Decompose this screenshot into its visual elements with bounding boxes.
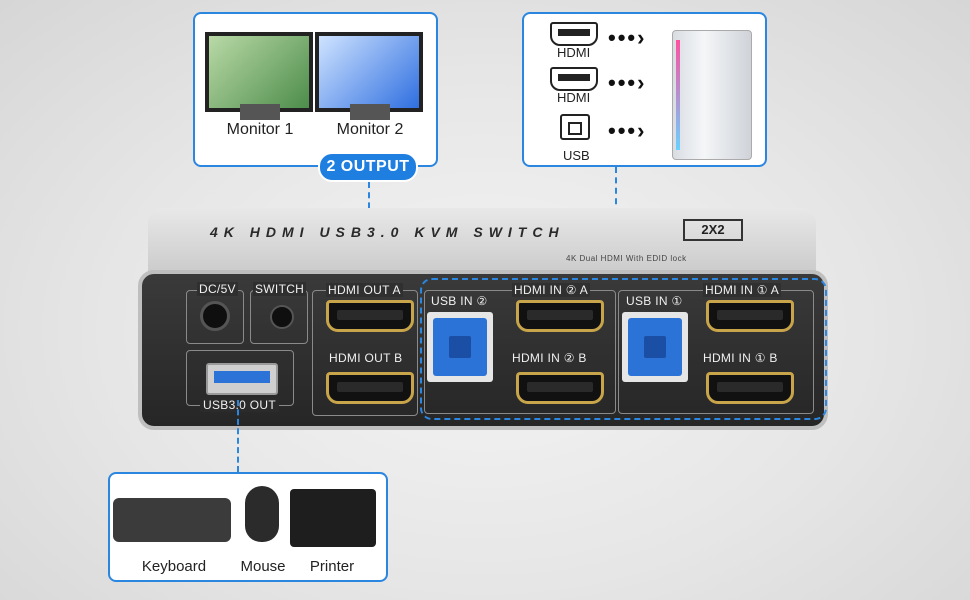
usb-in-2-port-inner [433,318,487,376]
inputs-dashed-border [420,278,827,420]
pc-hdmi-1-label: HDMI [557,45,591,60]
hdmi-in-2a-port[interactable] [516,300,604,332]
printer-label: Printer [309,558,355,575]
arrow-dots-icon: •••› [608,118,647,143]
monitor-2-image [315,32,423,112]
hdmi-in-1b-label: HDMI IN ① B [703,351,778,365]
peripherals-connector-line [237,400,239,472]
hdmi-in-1a-label: HDMI IN ① A [703,283,782,297]
usb-in-1-port[interactable] [622,312,688,382]
usb-out-label: USB3.0 OUT [200,398,280,412]
hdmi-out-b-port[interactable] [326,372,414,404]
monitor-1-stand [240,104,280,120]
usb-in-1-port-inner [628,318,682,376]
hdmi-out-a-port[interactable] [326,300,414,332]
dc-label: DC/5V [197,282,238,296]
monitor-1-label: Monitor 1 [226,121,294,138]
hdmi-in-1b-port[interactable] [706,372,794,404]
monitor-2-stand [350,104,390,120]
hdmi-in-1a-port[interactable] [706,300,794,332]
hdmi-out-a-label: HDMI OUT A [326,283,403,297]
device-title: 4K HDMI USB3.0 KVM SWITCH [210,224,565,240]
switch-port[interactable] [270,305,294,329]
hdmi-in-2b-label: HDMI IN ② B [512,351,587,365]
switch-label: SWITCH [253,282,307,296]
mouse-image [245,486,279,542]
usb-in-1-label: USB IN ① [626,294,683,308]
hdmi-icon [550,67,598,91]
output-badge: 2 OUTPUT [318,152,418,182]
device-subtitle: 4K Dual HDMI With EDID lock [566,254,687,263]
pc-rgb-strip [676,40,680,150]
hdmi-in-2a-label: HDMI IN ② A [512,283,591,297]
monitor-2-label: Monitor 2 [336,121,404,138]
mouse-label: Mouse [240,558,286,575]
pc-hdmi-2-label: HDMI [557,90,591,105]
usb-icon [560,114,590,140]
usb-in-2-label: USB IN ② [431,294,488,308]
monitor-1-image [205,32,313,112]
hdmi-out-b-label: HDMI OUT B [329,351,403,365]
keyboard-label: Keyboard [141,558,207,575]
pc-usb-label: USB [563,148,590,163]
usb-in-2-port[interactable] [427,312,493,382]
pc-tower-image [672,30,752,160]
keyboard-image [113,498,231,542]
usb-out-port[interactable] [206,363,278,395]
arrow-dots-icon: •••› [608,70,647,95]
arrow-dots-icon: •••› [608,25,647,50]
hdmi-in-2b-port[interactable] [516,372,604,404]
printer-image [290,489,376,547]
dc-power-port[interactable] [200,301,230,331]
hdmi-icon [550,22,598,46]
device-model: 2X2 [683,219,743,241]
